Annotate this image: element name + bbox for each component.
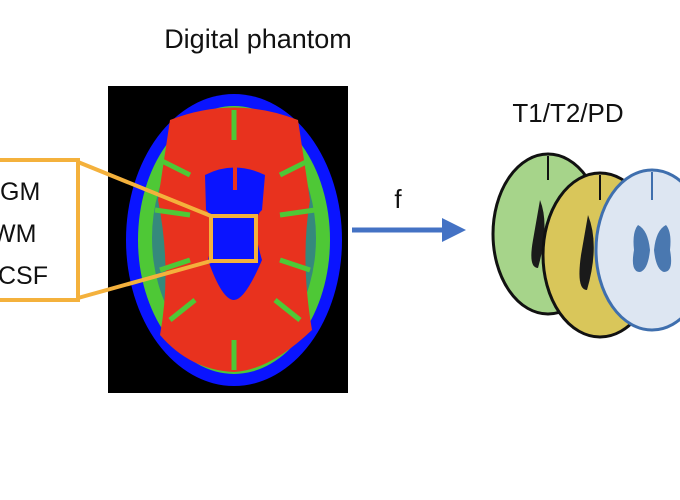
arrow xyxy=(352,218,466,242)
zoom-callout xyxy=(0,158,258,302)
title: Digital phantom xyxy=(164,24,352,54)
label-csf: CSF xyxy=(0,262,48,290)
pd-brain xyxy=(594,168,680,332)
label-wm: WM xyxy=(0,220,36,248)
output-label: T1/T2/PD xyxy=(512,98,623,128)
arrow-label: f xyxy=(394,184,402,214)
digital-phantom-image xyxy=(108,86,348,393)
label-gm: GM xyxy=(0,178,40,206)
